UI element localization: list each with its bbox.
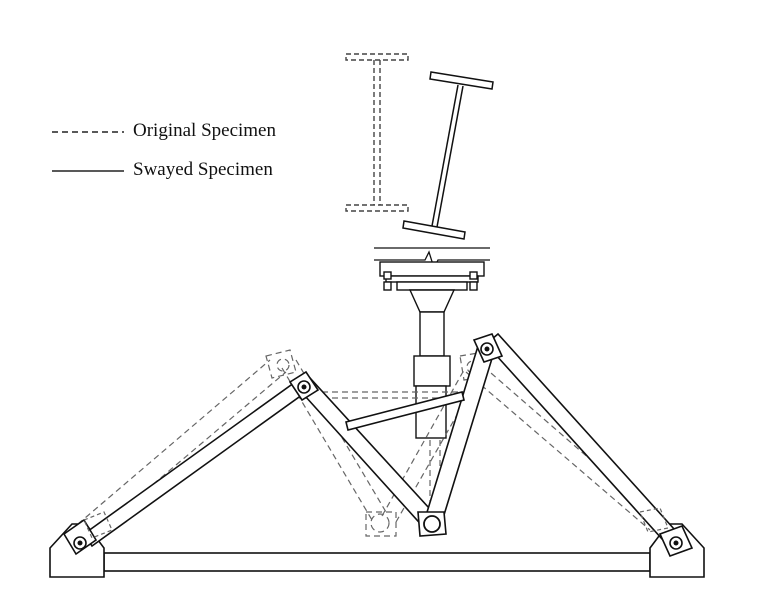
original-pin-hints (83, 507, 669, 539)
original-i-beam (345, 53, 409, 212)
bottom-clevis-pin (417, 511, 447, 537)
break-line (374, 247, 490, 270)
swayed-i-beam (402, 71, 494, 240)
actuator-rod (408, 289, 456, 439)
swayed-linkage (82, 332, 686, 552)
right-base-pin (658, 524, 694, 558)
base-beam (103, 552, 651, 572)
left-top-pin (288, 370, 320, 402)
legend-swayed-label: Swayed Specimen (133, 159, 273, 180)
cap-plate (379, 261, 485, 291)
legend-original-label: Original Specimen (133, 120, 276, 141)
right-top-pin (472, 333, 504, 363)
